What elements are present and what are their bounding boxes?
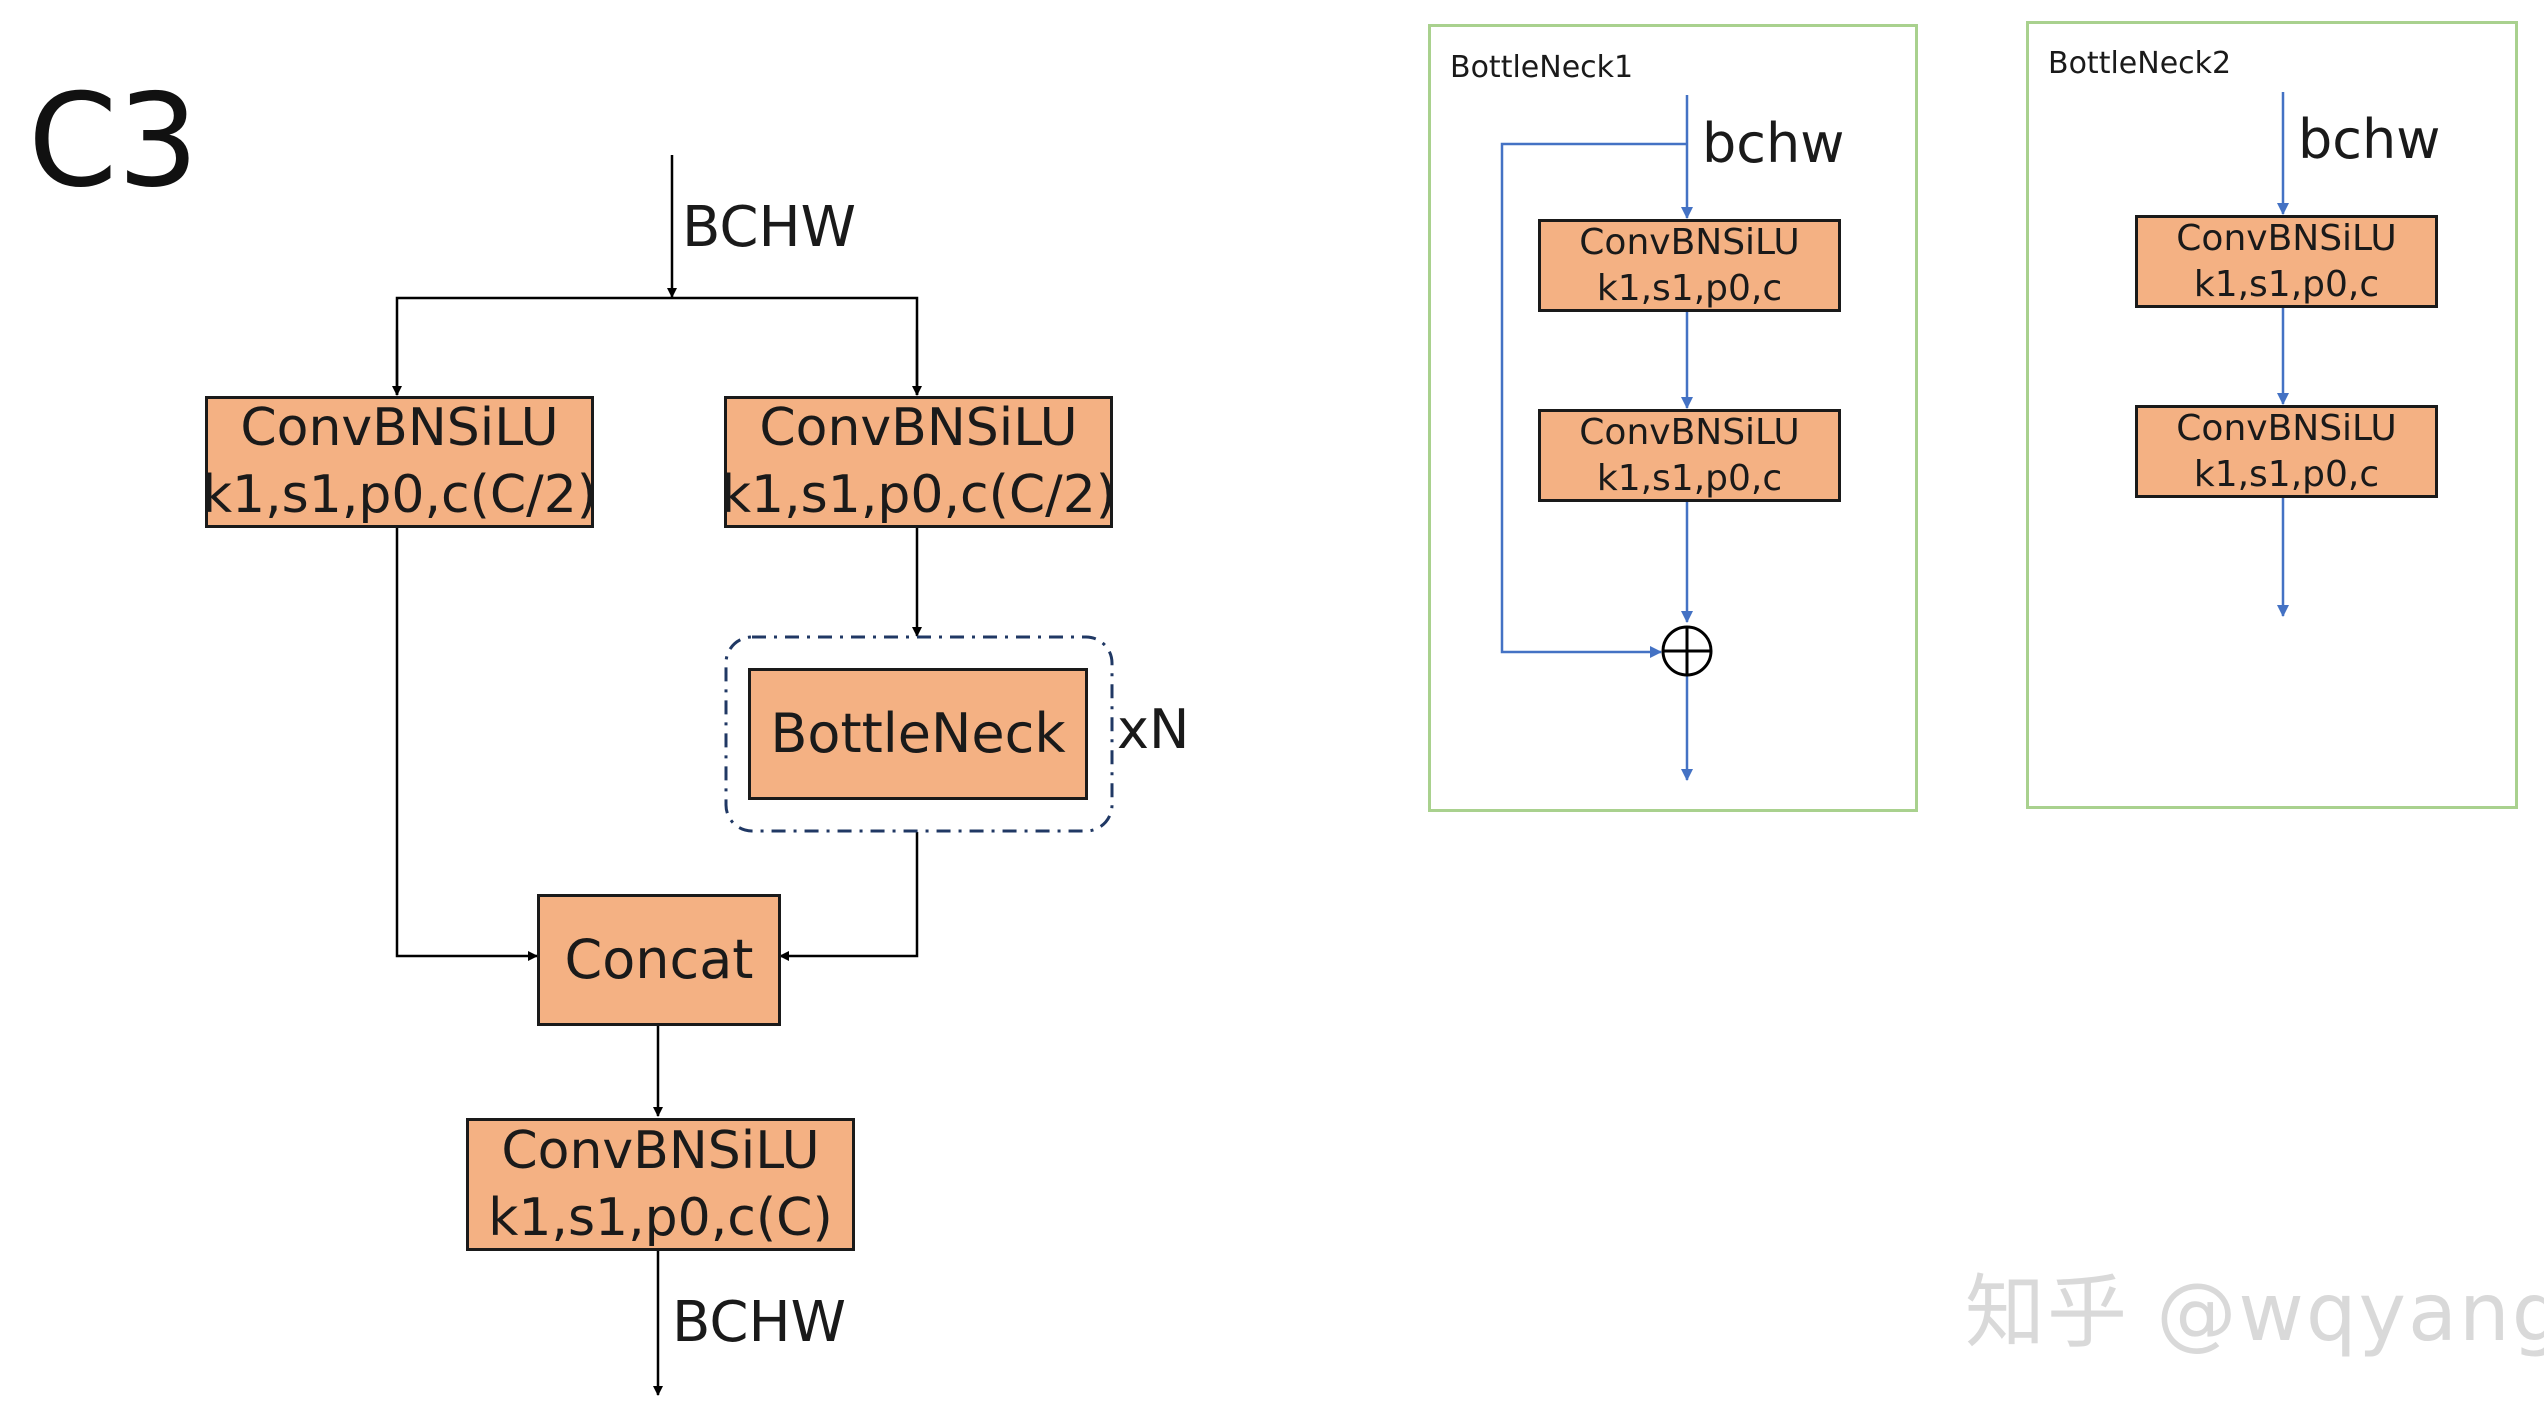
- bottleneck2-input-label: bchw: [2298, 108, 2441, 171]
- c3-left-to-concat: [395, 528, 538, 961]
- conv-params: k1,s1,p0,c(C/2): [201, 465, 598, 525]
- conv-params: k1,s1,p0,c: [1596, 267, 1783, 309]
- conv-name: ConvBNSiLU: [240, 398, 559, 459]
- conv-params: k1,s1,p0,c: [2193, 263, 2380, 305]
- c3-wires: [392, 155, 922, 1396]
- bottleneck-label: BottleNeck: [770, 702, 1066, 766]
- c3-output-label: BCHW: [672, 1290, 847, 1355]
- c3-conv-right: ConvBNSiLU k1,s1,p0,c(C/2): [720, 396, 1117, 528]
- bottleneck1-conv1: ConvBNSiLU k1,s1,p0,c: [1538, 219, 1841, 312]
- diagram-title: C3: [28, 67, 199, 216]
- conv-params: k1,s1,p0,c(C/2): [720, 465, 1117, 525]
- c3-conv-left: ConvBNSiLU k1,s1,p0,c(C/2): [201, 396, 598, 528]
- bottleneck2-conv2: ConvBNSiLU k1,s1,p0,c: [2135, 405, 2438, 498]
- repeat-label: xN: [1117, 698, 1190, 761]
- conv-name: ConvBNSiLU: [2176, 218, 2397, 260]
- watermark: 知乎 @wqyang: [1965, 1266, 2544, 1359]
- c3-split-line: [395, 296, 919, 395]
- conv-params: k1,s1,p0,c: [2193, 453, 2380, 495]
- c3-input-label: BCHW: [682, 195, 857, 260]
- conv-name: ConvBNSiLU: [2176, 408, 2397, 450]
- bottleneck1-conv2: ConvBNSiLU k1,s1,p0,c: [1538, 409, 1841, 502]
- conv-name: ConvBNSiLU: [501, 1120, 820, 1181]
- bottleneck1-title: BottleNeck1: [1450, 50, 1634, 85]
- c3-concat-box: Concat: [537, 894, 781, 1026]
- conv-params: k1,s1,p0,c: [1596, 457, 1783, 499]
- conv-params: k1,s1,p0,c(C): [488, 1187, 833, 1248]
- c3-bottleneck-to-concat: [779, 832, 919, 961]
- bottleneck2-panel: [2026, 21, 2518, 809]
- bottleneck1-wires: [1500, 95, 1693, 781]
- bottleneck1-panel: [1428, 24, 1918, 812]
- c3-conv-out: ConvBNSiLU k1,s1,p0,c(C): [466, 1118, 855, 1251]
- bottleneck-repeat-region: [724, 635, 1114, 833]
- c3-bottleneck-box: BottleNeck: [748, 668, 1088, 800]
- conv-name: ConvBNSiLU: [759, 398, 1078, 459]
- add-icon: [1661, 625, 1713, 677]
- conv-name: ConvBNSiLU: [1579, 412, 1800, 454]
- bottleneck2-conv1: ConvBNSiLU k1,s1,p0,c: [2135, 215, 2438, 308]
- bottleneck2-title: BottleNeck2: [2048, 46, 2232, 81]
- concat-label: Concat: [564, 928, 754, 992]
- conv-name: ConvBNSiLU: [1579, 222, 1800, 264]
- bottleneck1-input-label: bchw: [1702, 112, 1845, 175]
- bn1-shortcut: [1500, 142, 1687, 658]
